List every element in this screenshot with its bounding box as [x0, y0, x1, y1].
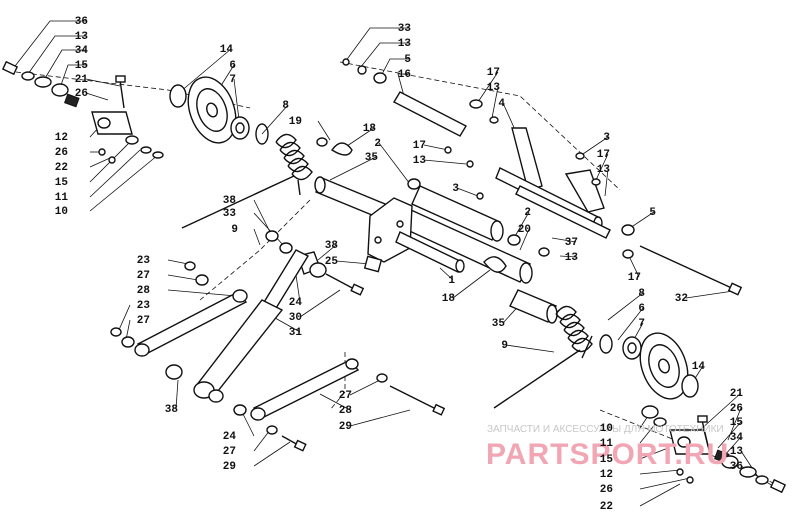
part-callouts: 3613341521261467122622151110819182353313…	[55, 16, 744, 513]
callout-16: 16	[398, 69, 411, 81]
callout-37: 37	[565, 237, 578, 249]
watermark: ЗАПЧАСТИ И АКСЕССУАРЫ ДЛЯ МОТОТЕХНИКИ PA…	[486, 424, 729, 471]
callout-26: 26	[75, 88, 88, 100]
callout-14: 14	[220, 44, 234, 56]
callout-3: 3	[452, 183, 459, 195]
callout-22: 22	[600, 501, 613, 513]
callout-12: 12	[600, 469, 613, 481]
callout-1: 1	[448, 275, 455, 287]
callout-25: 25	[325, 256, 339, 268]
callout-35: 35	[365, 152, 379, 164]
callout-36: 36	[75, 16, 88, 28]
callout-6: 6	[229, 60, 236, 72]
callout-13: 13	[75, 31, 89, 43]
callout-7: 7	[229, 74, 236, 86]
callout-5: 5	[404, 54, 411, 66]
callout-18: 18	[442, 293, 456, 305]
callout-13: 13	[487, 82, 501, 94]
callout-7: 7	[638, 318, 645, 330]
callout-13: 13	[565, 252, 579, 264]
left-spring	[181, 123, 313, 229]
watermark-brand: PARTSPORT.RU	[486, 438, 729, 471]
callout-19: 19	[289, 116, 302, 128]
callout-9: 9	[231, 224, 238, 236]
callout-17: 17	[413, 140, 426, 152]
callout-13: 13	[413, 155, 427, 167]
callout-27: 27	[223, 446, 236, 458]
callout-34: 34	[75, 45, 89, 57]
callout-30: 30	[289, 312, 302, 324]
callout-27: 27	[137, 315, 150, 327]
callout-13: 13	[398, 38, 412, 50]
callout-38: 38	[165, 404, 179, 416]
callout-23: 23	[137, 300, 151, 312]
callout-24: 24	[289, 297, 303, 309]
callout-38: 38	[223, 195, 237, 207]
callout-33: 33	[223, 208, 237, 220]
callout-2: 2	[374, 138, 381, 150]
callout-33: 33	[398, 23, 412, 35]
callout-11: 11	[600, 438, 614, 450]
upper-rods	[342, 58, 743, 296]
callout-24: 24	[223, 431, 237, 443]
callout-21: 21	[75, 74, 89, 86]
callout-5: 5	[649, 207, 656, 219]
callout-26: 26	[730, 403, 743, 415]
bottom-right-hardware	[641, 405, 787, 494]
callout-4: 4	[498, 98, 505, 110]
callout-2: 2	[524, 207, 531, 219]
callout-17: 17	[628, 272, 641, 284]
left-linkage	[110, 230, 446, 452]
callout-3: 3	[603, 132, 610, 144]
callout-9: 9	[501, 340, 508, 352]
callout-38: 38	[325, 240, 339, 252]
callout-32: 32	[675, 293, 688, 305]
callout-11: 11	[55, 192, 69, 204]
callout-26: 26	[600, 484, 613, 496]
callout-36: 36	[730, 461, 743, 473]
callout-13: 13	[597, 164, 611, 176]
callout-27: 27	[137, 270, 150, 282]
callout-29: 29	[339, 421, 352, 433]
callout-20: 20	[518, 224, 531, 236]
callout-28: 28	[137, 285, 151, 297]
top-left-hardware	[1, 60, 164, 164]
callout-34: 34	[730, 432, 744, 444]
callout-10: 10	[600, 423, 613, 435]
callout-15: 15	[730, 417, 744, 429]
callout-29: 29	[223, 461, 236, 473]
callout-18: 18	[363, 123, 377, 135]
callout-17: 17	[597, 149, 610, 161]
callout-8: 8	[638, 288, 645, 300]
central-frame	[314, 137, 550, 284]
callout-6: 6	[638, 303, 645, 315]
callout-14: 14	[692, 361, 706, 373]
callout-22: 22	[55, 162, 68, 174]
callout-21: 21	[730, 388, 744, 400]
callout-31: 31	[289, 327, 303, 339]
callout-12: 12	[55, 132, 68, 144]
top-left-wheel	[169, 76, 250, 144]
callout-26: 26	[55, 147, 68, 159]
callout-13: 13	[730, 446, 744, 458]
callout-15: 15	[55, 177, 69, 189]
callout-10: 10	[55, 206, 68, 218]
right-spring	[493, 289, 593, 409]
callout-15: 15	[75, 60, 89, 72]
callout-15: 15	[600, 454, 614, 466]
callout-35: 35	[492, 318, 506, 330]
right-wheel	[599, 332, 699, 400]
callout-23: 23	[137, 255, 151, 267]
callout-28: 28	[339, 405, 353, 417]
callout-17: 17	[487, 67, 500, 79]
callout-27: 27	[339, 390, 352, 402]
watermark-caption: ЗАПЧАСТИ И АКСЕССУАРЫ ДЛЯ МОТОТЕХНИКИ	[487, 424, 724, 435]
callout-8: 8	[282, 100, 289, 112]
